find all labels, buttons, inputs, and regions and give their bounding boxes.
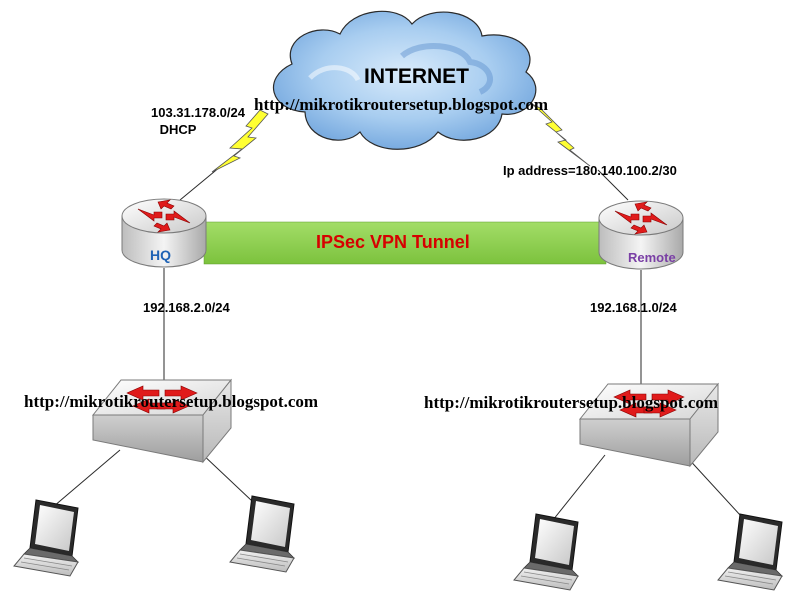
remote-wan-ip-label: Ip address=180.140.100.2/30	[503, 163, 677, 178]
internet-label: INTERNET	[364, 65, 469, 88]
remote-laptop-left-icon	[513, 513, 579, 591]
hq-laptop-right-icon	[229, 495, 295, 573]
hq-wan-mode-label: DHCP	[159, 122, 197, 137]
remote-wan-lightning-icon	[531, 103, 591, 167]
remote-router-label: Remote	[628, 250, 676, 265]
remote-laptop-right-icon	[717, 513, 783, 591]
remote-lan-subnet-label: 192.168.1.0/24	[590, 300, 677, 315]
internet-cloud-icon	[273, 10, 537, 150]
links	[39, 156, 753, 531]
watermark-right: http://mikrotikroutersetup.blogspot.com	[424, 393, 719, 412]
watermark-left: http://mikrotikroutersetup.blogspot.com	[24, 392, 319, 411]
hq-wan-subnet-label: 103.31.178.0/24	[151, 105, 245, 120]
tunnel-label: IPSec VPN Tunnel	[316, 232, 470, 252]
hq-router-label: HQ	[150, 247, 171, 263]
watermark-top: http://mikrotikroutersetup.blogspot.com	[254, 95, 549, 114]
hq-wan-lightning-icon	[211, 109, 269, 173]
hq-lan-subnet-label: 192.168.2.0/24	[143, 300, 230, 315]
remote-wan-link	[597, 169, 629, 201]
ipsec-tunnel-bar	[203, 221, 607, 265]
hq-laptop-left-icon	[13, 499, 79, 577]
